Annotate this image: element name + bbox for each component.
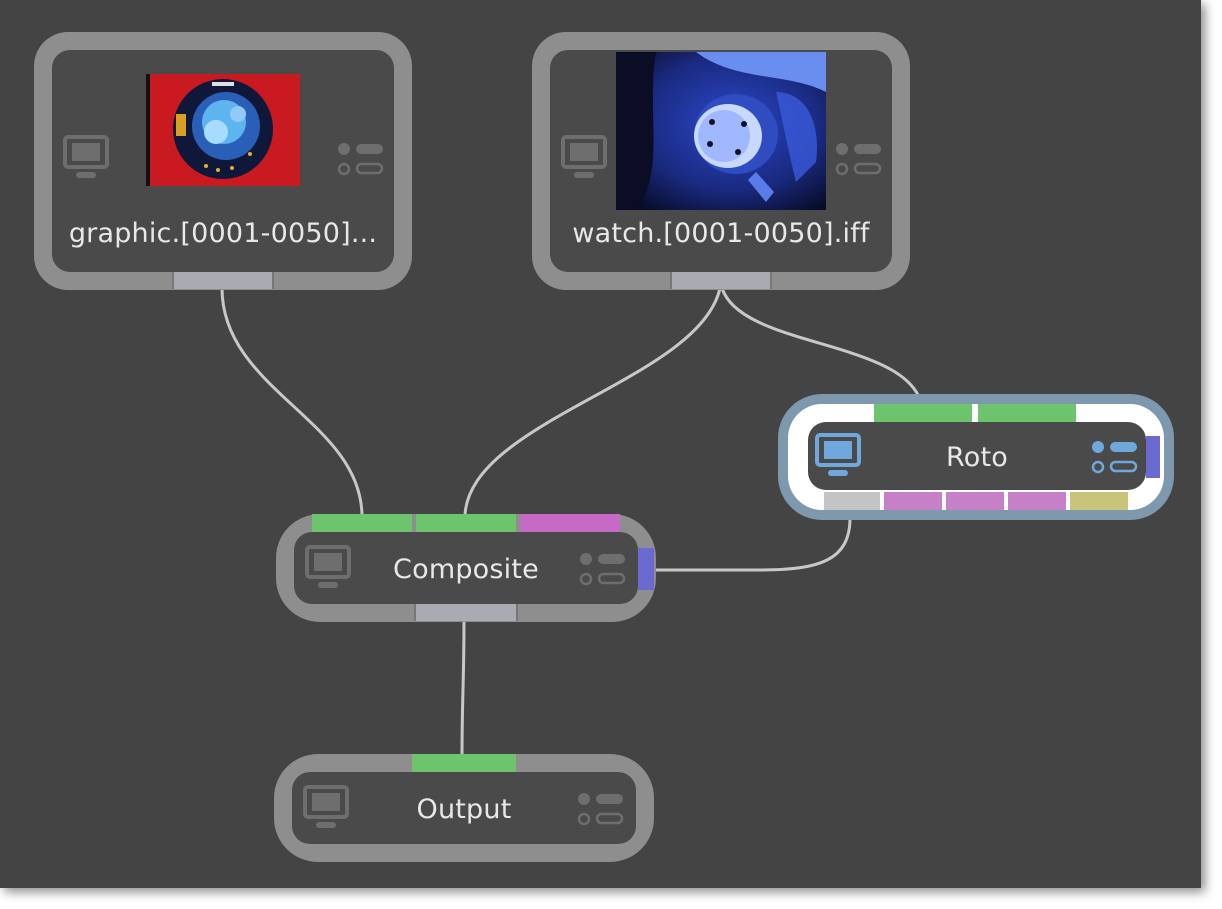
- monitor-icon[interactable]: [814, 432, 862, 478]
- wire-graphic-to-composite[interactable]: [220, 286, 364, 517]
- input-port-1[interactable]: [874, 404, 972, 422]
- node-graphic[interactable]: graphic.[0001-0050]...: [34, 32, 412, 290]
- wire-composite-to-output[interactable]: [460, 618, 466, 758]
- side-input-port[interactable]: [638, 548, 654, 590]
- parameters-toggle-icon[interactable]: [1090, 438, 1138, 476]
- watch-thumbnail: [616, 52, 826, 210]
- node-watch[interactable]: watch.[0001-0050].iff: [532, 32, 910, 290]
- node-composite[interactable]: Composite: [276, 514, 656, 622]
- output-port-mask-3[interactable]: [1008, 492, 1066, 510]
- node-label: Roto: [946, 442, 1008, 473]
- graphic-thumbnail-image: [146, 74, 273, 186]
- node-label: Composite: [393, 554, 539, 585]
- output-port[interactable]: [670, 272, 772, 289]
- parameters-toggle-icon[interactable]: [576, 790, 624, 828]
- parameters-toggle-icon[interactable]: [336, 140, 384, 178]
- node-graph-canvas[interactable]: graphic.[0001-0050]...: [0, 0, 1201, 888]
- node-body: [294, 532, 638, 604]
- input-port-2[interactable]: [416, 514, 516, 532]
- mask-input-port[interactable]: [520, 514, 620, 532]
- monitor-icon[interactable]: [302, 784, 350, 830]
- wire-watch-to-roto[interactable]: [720, 286, 920, 397]
- input-port-1[interactable]: [312, 514, 412, 532]
- parameters-toggle-icon[interactable]: [834, 140, 882, 178]
- graphic-thumbnail: [146, 74, 300, 186]
- input-port-1[interactable]: [412, 754, 516, 772]
- output-port-mask-1[interactable]: [884, 492, 942, 510]
- side-output-port[interactable]: [1146, 436, 1160, 478]
- node-label: Output: [416, 794, 512, 825]
- output-port[interactable]: [414, 604, 518, 621]
- parameters-toggle-icon[interactable]: [578, 550, 626, 588]
- node-body: [292, 772, 636, 844]
- node-body: [808, 422, 1146, 490]
- node-output[interactable]: Output: [274, 754, 654, 862]
- output-port-gray[interactable]: [824, 492, 880, 510]
- monitor-icon[interactable]: [304, 544, 352, 590]
- node-roto[interactable]: Roto: [778, 394, 1174, 520]
- output-port-yellow[interactable]: [1070, 492, 1128, 510]
- wire-watch-to-composite[interactable]: [463, 286, 722, 517]
- monitor-icon[interactable]: [62, 134, 110, 180]
- node-label: graphic.[0001-0050]...: [68, 218, 378, 249]
- input-port-2[interactable]: [978, 404, 1076, 422]
- output-port-mask-2[interactable]: [946, 492, 1004, 510]
- wire-roto-to-composite[interactable]: [650, 516, 852, 572]
- connection-wires: [220, 286, 920, 758]
- node-label: watch.[0001-0050].iff: [572, 218, 870, 249]
- output-port[interactable]: [172, 272, 274, 289]
- watch-thumbnail-image: [616, 52, 826, 210]
- monitor-icon[interactable]: [560, 134, 608, 180]
